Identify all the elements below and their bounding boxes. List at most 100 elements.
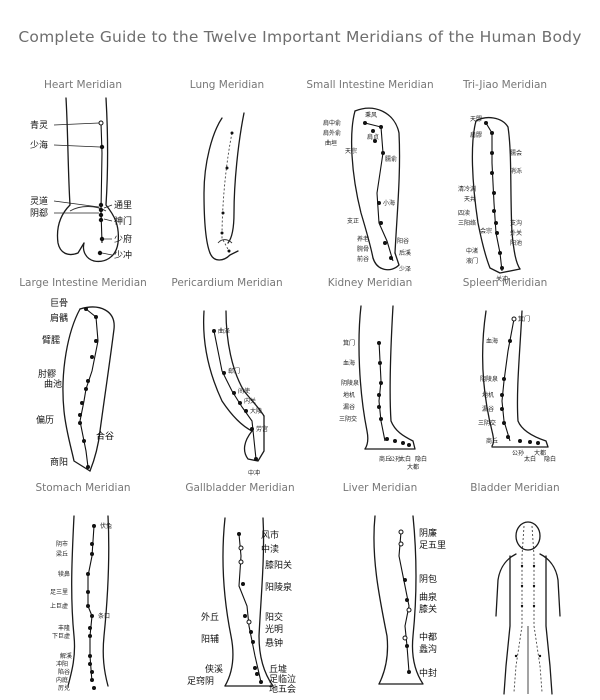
- gallbladder-meridian-diagram: 风市 中渎 膝阳关 阳陵泉 外丘 阳交 光明 阳辅 悬钟 侠溪 丘墟 足临泣 足…: [187, 517, 296, 695]
- point-label: 间使: [238, 387, 250, 395]
- panel-spleen-meridian: Spleen Meridian 箕门 血海 阴陵泉 地机 漏谷 三阴交 商丘 公…: [430, 277, 580, 482]
- point-label: 合谷: [96, 430, 114, 442]
- tri-jiao-meridian-diagram: 天髎 肩髎 臑会 消泺 清冷渊 天井 四渎 三阳络 会宗 支沟 外关 阳池 中渚…: [458, 116, 522, 283]
- panel-heart-meridian: Heart Meridian 青灵 少海 灵道 阴郄 通里 神门 少府 少冲: [8, 79, 158, 284]
- point-label: 商阳: [50, 456, 68, 468]
- point-label: 天髎: [470, 116, 482, 123]
- point-label: 悬钟: [265, 637, 283, 649]
- point-label: 神门: [114, 215, 132, 227]
- point-label: 光明: [265, 623, 283, 635]
- point-label: 公孙: [389, 455, 401, 463]
- point-label: 臑会: [510, 149, 522, 157]
- point-label: 膝阳关: [265, 559, 292, 571]
- point-label: 阳交: [265, 611, 283, 623]
- point-label: 少府: [114, 233, 132, 245]
- point-label: 太白: [524, 455, 536, 463]
- point-label: 中渚: [466, 247, 478, 255]
- point-label: 曲垣: [325, 139, 337, 147]
- point-label: 伏兔: [100, 522, 112, 530]
- point-label: 中冲: [248, 469, 260, 477]
- point-label: 肩外俞: [323, 129, 341, 137]
- page-title: Complete Guide to the Twelve Important M…: [18, 28, 582, 46]
- point-label: 中封: [419, 667, 437, 679]
- point-label: 太白: [399, 455, 411, 463]
- point-label: 消泺: [510, 167, 522, 175]
- point-label: 支沟: [510, 219, 522, 227]
- point-label: 肩髎: [470, 131, 482, 139]
- point-label: 支正: [347, 217, 359, 225]
- point-label: 梁丘: [56, 550, 68, 558]
- point-label: 灵道: [30, 195, 48, 207]
- point-label: 劳宫: [256, 425, 268, 433]
- panel-title: Stomach Meridian: [35, 482, 131, 494]
- point-label: 厉兑: [58, 684, 70, 692]
- point-label: 风市: [261, 529, 279, 541]
- point-label: 阴包: [419, 573, 437, 585]
- point-label: 阴市: [56, 540, 68, 548]
- point-label: 清冷渊: [458, 185, 476, 193]
- point-label: 地机: [343, 391, 355, 399]
- point-label: 肩贞: [367, 133, 379, 141]
- point-label: 臑俞: [385, 155, 397, 163]
- point-label: 箕门: [518, 315, 530, 323]
- point-label: 丘墟: [269, 663, 287, 675]
- panel-title: Small Intestine Meridian: [306, 79, 434, 91]
- panel-bladder-meridian: Bladder Meridian: [440, 482, 590, 695]
- point-label: 三阴交: [478, 419, 496, 427]
- point-label: 公孙: [512, 449, 524, 457]
- point-label: 青灵: [30, 119, 48, 131]
- point-label: 上巨虚: [50, 602, 68, 610]
- panel-liver-meridian: Liver Meridian 阴廉 足五里 阴包 曲泉 膝关 中都 蠡沟 中封: [305, 482, 455, 687]
- point-label: 血海: [343, 359, 355, 367]
- point-label: 犊鼻: [58, 570, 70, 578]
- panel-title: Tri-Jiao Meridian: [462, 79, 548, 91]
- point-label: 足五里: [419, 540, 446, 551]
- panel-title: Kidney Meridian: [327, 277, 413, 289]
- point-label: 内庭: [56, 676, 68, 684]
- point-label: 阳谷: [397, 237, 409, 245]
- point-label: 后溪: [399, 249, 411, 257]
- point-label: 养老: [357, 235, 369, 243]
- panel-title: Lung Meridian: [189, 79, 265, 91]
- point-label: 下巨虚: [52, 632, 70, 640]
- panel-title: Heart Meridian: [44, 79, 122, 91]
- point-label: 四渎: [458, 209, 470, 217]
- point-label: 内关: [244, 397, 256, 405]
- small-intestine-meridian-diagram: 肩中俞 肩外俞 曲垣 天宗 秉风 肩贞 臑俞 小海 支正 养老 腕骨 阳谷 前谷…: [323, 107, 411, 273]
- point-label: 阴廉: [419, 527, 437, 539]
- point-label: 商丘: [379, 455, 391, 463]
- point-label: 中都: [419, 631, 437, 643]
- panel-pericardium-meridian: Pericardium Meridian 曲泽 郄门 间使 内关 大陵 劳宫 中…: [152, 277, 302, 482]
- point-label: 外关: [510, 229, 522, 237]
- lung-meridian-diagram: [203, 112, 245, 261]
- point-label: 膝关: [419, 603, 437, 615]
- point-label: 巨骨: [50, 298, 68, 309]
- point-label: 隐白: [415, 455, 427, 463]
- point-label: 阳陵泉: [265, 581, 292, 593]
- point-label: 曲池: [44, 378, 62, 390]
- kidney-meridian-diagram: 箕门 血海 阴陵泉 地机 漏谷 三阴交 商丘 公孙 太白 大都 隐白: [339, 305, 427, 471]
- point-label: 肩髃: [50, 312, 68, 324]
- point-label: 解溪: [60, 652, 72, 660]
- point-label: 漏谷: [343, 403, 355, 411]
- point-label: 曲泽: [218, 327, 230, 335]
- point-label: 大都: [407, 463, 419, 471]
- point-label: 足临泣: [269, 673, 296, 685]
- panel-gallbladder-meridian: Gallbladder Meridian 风市 中渎 膝阳关 阳陵泉 外丘 阳交…: [165, 482, 315, 695]
- point-label: 陷谷: [58, 668, 70, 676]
- point-label: 阴郄: [30, 207, 48, 219]
- point-label: 阳辅: [201, 633, 219, 645]
- stomach-meridian-diagram: 伏兔 阴市 梁丘 犊鼻 足三里 上巨虚 条口 丰隆 下巨虚 解溪 冲阳 陷谷 内…: [50, 515, 112, 692]
- point-label: 关冲: [496, 275, 508, 283]
- point-label: 地机: [482, 391, 494, 399]
- panel-lung-meridian: Lung Meridian: [152, 79, 302, 284]
- point-label: 三阳络: [458, 219, 476, 227]
- spleen-meridian-diagram: 箕门 血海 阴陵泉 地机 漏谷 三阴交 商丘 公孙 太白 大都 隐白: [478, 310, 556, 463]
- point-label: 阳池: [510, 239, 522, 247]
- point-label: 隐白: [544, 455, 556, 463]
- panel-title: Spleen Meridian: [462, 277, 548, 289]
- point-label: 漏谷: [482, 405, 494, 413]
- point-label: 曲泉: [419, 591, 437, 603]
- point-label: 阴陵泉: [480, 375, 498, 383]
- panel-title: Pericardium Meridian: [171, 277, 283, 289]
